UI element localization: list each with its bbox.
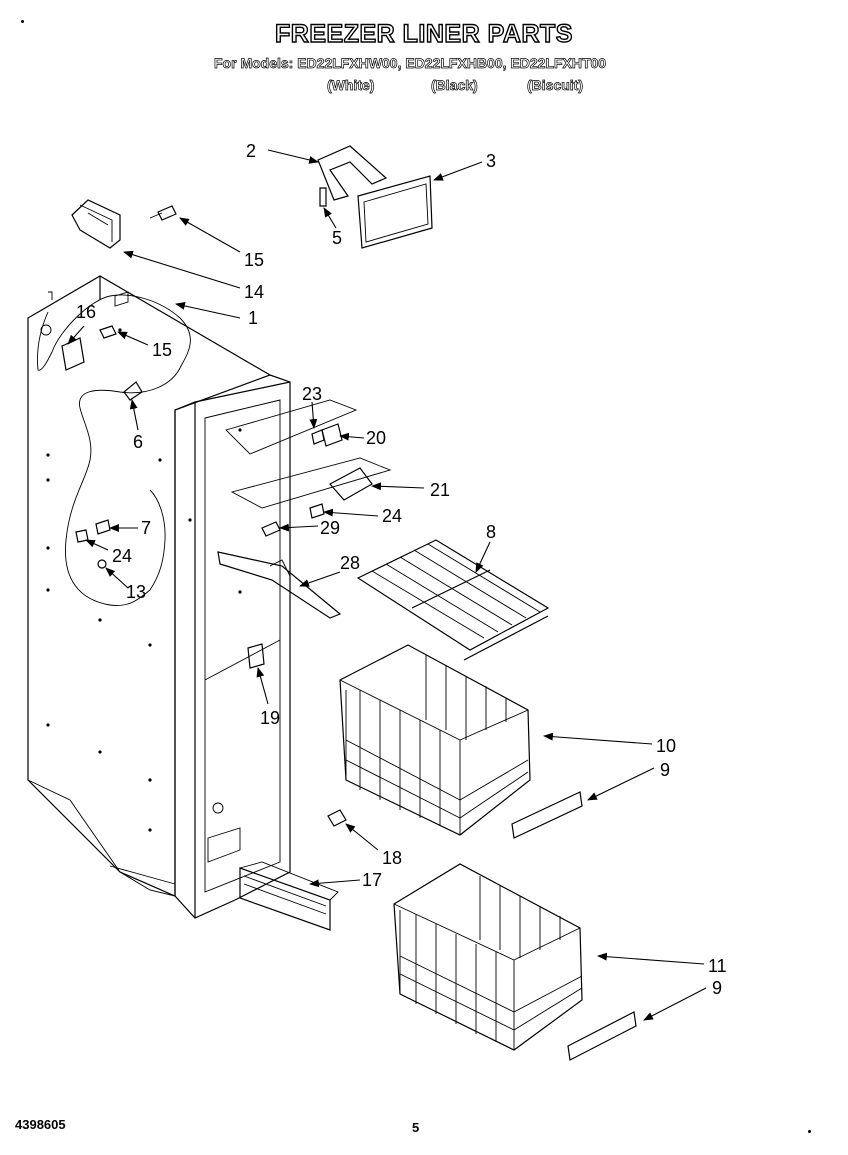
callout-8: 8 (486, 522, 496, 542)
callout-29: 29 (320, 518, 340, 538)
callout-24-lower: 24 (112, 546, 132, 566)
callout-9-upper: 9 (660, 760, 670, 780)
lower-basket-drawing (393, 863, 583, 1051)
callout-28: 28 (340, 553, 360, 573)
callout-1: 1 (248, 308, 258, 328)
callout-5: 5 (332, 228, 342, 248)
scan-speck (808, 1130, 811, 1133)
leader-lines (67, 149, 707, 1021)
callout-9-lower: 9 (712, 978, 722, 998)
callout-15-top: 15 (244, 250, 264, 270)
freezer-shelf-drawing (356, 539, 550, 661)
callout-14: 14 (244, 282, 264, 302)
finish-black: (Black) (431, 77, 478, 94)
finish-biscuit: (Biscuit) (527, 77, 584, 94)
callout-20: 20 (366, 428, 386, 448)
document-number: 4398605 (15, 1117, 66, 1132)
callout-19: 19 (260, 708, 280, 728)
callout-23: 23 (302, 384, 322, 404)
page-number: 5 (412, 1120, 420, 1135)
freezer-liner-drawing (27, 275, 291, 919)
callout-18: 18 (382, 848, 402, 868)
callout-24-upper: 24 (382, 506, 402, 526)
callout-15-mid: 15 (152, 340, 172, 360)
scan-speck (21, 20, 24, 23)
callout-21: 21 (430, 480, 450, 500)
callout-11: 11 (708, 956, 727, 976)
callout-2: 2 (246, 141, 256, 161)
page-title: FREEZER LINER PARTS (274, 19, 573, 48)
callout-16: 16 (76, 302, 96, 322)
upper-trim-drawing (511, 791, 583, 839)
upper-basket-drawing (339, 644, 531, 836)
finish-white: (White) (327, 77, 375, 94)
callout-17: 17 (362, 870, 382, 890)
lower-trim-drawing (567, 1011, 637, 1061)
callout-labels: 2 3 5 15 14 1 16 15 6 23 20 21 24 7 29 2… (76, 141, 727, 998)
callout-13: 13 (126, 582, 146, 602)
callout-3: 3 (486, 151, 496, 171)
models-line: For Models: ED22LFXHW00, ED22LFXHB00, ED… (214, 55, 607, 72)
callout-6: 6 (133, 432, 143, 452)
callout-7: 7 (141, 518, 151, 538)
callout-10: 10 (656, 736, 676, 756)
